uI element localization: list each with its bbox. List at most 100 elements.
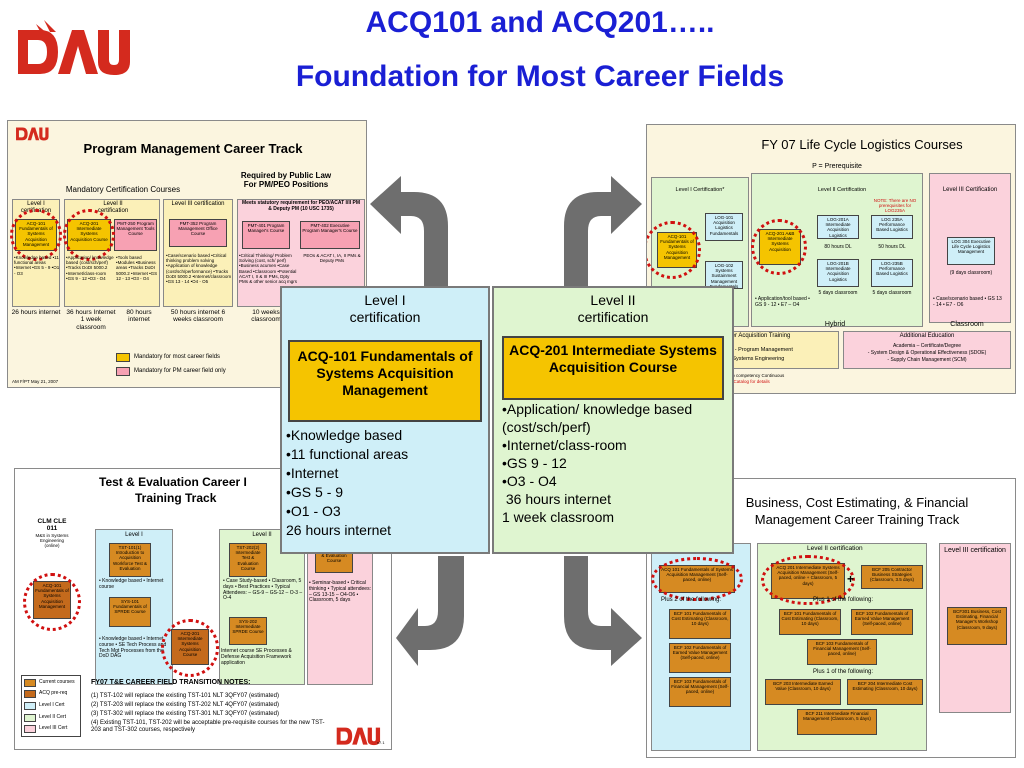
bcf-plus1of-b: Plus 1 of the following:	[813, 669, 874, 675]
bcf-acq201-highlight-ring	[761, 555, 855, 605]
level2-bullet-week: 1 week classroom	[502, 509, 615, 525]
te-dau-logo	[336, 727, 381, 746]
bcf-bcf205-box: BCF 205 Contractor Business Strategies (…	[861, 565, 923, 589]
pm-col4-notes: •Case/scenario based •Critical thinking …	[166, 253, 232, 284]
bcf-bcf101-box: BCF 101 Fundamentals of Cost Estimating …	[669, 609, 731, 639]
bcf-title-1: Business, Cost Estimating, & Financial	[745, 495, 969, 510]
dau-logo	[14, 18, 132, 80]
te-level1-label: Level I	[125, 532, 143, 538]
log-h80dl: 80 hours DL	[824, 244, 852, 250]
curved-arrow-bottom-left	[396, 556, 464, 666]
pm-dur1: 26 hours internet	[11, 309, 61, 316]
level1-callout-course: ACQ-101 Fundamentals of Systems Acquisit…	[288, 340, 482, 422]
pm-meets-stat: Meets statutory requirement for PEO/ACAT…	[242, 200, 360, 212]
te-tst101-box: TST-101(1) Introduction to Acquisition W…	[109, 543, 151, 577]
dau-logo-graphic	[18, 20, 130, 75]
level1-bullet-hours: 26 hours internet	[286, 522, 392, 538]
te-legend-l3-swatch	[24, 725, 36, 733]
level2-bullet-o: •O3 - O4	[502, 473, 557, 489]
te-sys202-box: SYS-202 Intermediate SPRDE Course	[229, 617, 267, 645]
log-maint: aintainability - Program Management	[703, 347, 793, 353]
level2-bullet-classroom: •Internet/class-room	[502, 437, 627, 453]
level1-bullet-knowledge: •Knowledge based	[286, 427, 403, 443]
log-lvl1-label: Level I Certification*	[675, 187, 725, 193]
level2-bullet-application: •Application/ knowledge based (cost/sch/…	[502, 401, 693, 435]
bcf-bcf101b-box: BCF 101 Fundamentals of Cost Estimating …	[779, 609, 841, 635]
pm-pmt352-box: PMT-352 Program Management Office Course	[169, 219, 227, 247]
bcf-title-2: Management Career Training Track	[754, 512, 960, 527]
pm-legend2-label: Mandatory for PM career field only	[134, 368, 226, 374]
te-sys202-notes: Internet course SE Processes & Defense A…	[221, 648, 292, 666]
pm-pmt250-box: PMT-250 Program Management Tools Course	[114, 219, 157, 251]
pm-legend2-swatch	[116, 367, 130, 376]
bcf-acq101-highlight-ring	[651, 557, 743, 601]
log-d5: 5 days classroom	[818, 290, 858, 296]
level1-callout: Level I certification ACQ-101 Fundamenta…	[280, 286, 490, 554]
te-legend-prereq: ACQ pre-req	[39, 690, 68, 696]
te-acq201-highlight-ring	[161, 619, 219, 677]
bcf-bcf301-box: BCF301 Business, Cost Estimating, Financ…	[947, 607, 1007, 645]
log-classroom: Classroom	[950, 321, 984, 328]
pm-peos-note: PEOs & ACAT I, IA, II PMs & Deputy PMs	[303, 253, 361, 264]
log-app-notes: • Application/tool based • GS 9 - 12 • E…	[755, 296, 810, 308]
te-title-2: Training Track	[135, 491, 217, 505]
te-clm-box: CLM CLE 011 M&S in Systems Engineering (…	[33, 517, 71, 575]
bcf-career-track-panel: Business, Cost Estimating, & Financial M…	[646, 478, 1016, 758]
level1-bullet-gs: •GS 5 - 9	[286, 484, 344, 500]
bcf-plus: +	[847, 572, 855, 586]
log-log101-box: LOG-101 Acquisition Logistics Fundamenta…	[705, 213, 743, 241]
level1-callout-header: Level I certification	[349, 292, 421, 325]
log-log201a-box: LOG-201A Intermediate Acquisition Logist…	[817, 215, 859, 239]
log-clm: Clm. See DAU Catalog for details	[703, 379, 770, 384]
log-sdoe: - System Design & Operational Effectiven…	[867, 350, 987, 356]
log-log235b-box: LOG-235B Performance Based Logistics	[871, 259, 913, 287]
te-tst3-box: & Evaluation Course	[315, 551, 353, 573]
dau-mini-logo	[16, 127, 49, 141]
te-legend-l1-swatch	[24, 702, 36, 710]
bcf-bcf204-box: BCF 204 Intermediate Cost Estimating (Cl…	[847, 679, 923, 705]
bcf-bcf103-box: BCF 103 Fundamentals of Financial Manage…	[669, 677, 731, 707]
level2-callout-bullets: •Application/ knowledge based (cost/sch/…	[494, 400, 732, 526]
curved-arrow-bottom-right	[564, 556, 642, 666]
log-addl-ed: Additional Education	[899, 333, 955, 339]
pm-acq101-highlight-ring	[10, 209, 62, 261]
pm-dur5: 10 weeks classroom	[251, 309, 281, 324]
bcf-l2-label: Level II certification	[807, 545, 863, 552]
pm-legend1-label: Mandatory for most career fields	[134, 354, 221, 360]
pm-col3-notes: •Tools based •Modules •Business areas •T…	[116, 255, 158, 281]
level1-callout-bullets: •Knowledge based •11 functional areas •I…	[282, 422, 488, 540]
log-lvl3-label: Level III Certification	[942, 187, 998, 193]
pm-level3-column	[163, 199, 233, 307]
log-log201b-box: LOG-201B Intermediate Acquisition Logist…	[817, 259, 859, 287]
pm-footer: AM F/PT May 21, 2007	[12, 379, 59, 384]
log-h50dl: 50 hours DL	[878, 244, 906, 250]
bcf-bcf211-box: BCF 211 Intermediate Financial Managemen…	[797, 709, 877, 735]
log-prereq: P = Prerequisite	[812, 163, 862, 170]
log-compl: mary Level I job competency Continuous	[703, 373, 785, 378]
log-case-notes: • Case/scenario based • GS 13 - 14 • E7 …	[933, 296, 1002, 308]
pm-mandatory-courses: Mandatory Certification Courses	[65, 185, 181, 194]
te-tst101-notes: • Knowledge based • Internet course	[99, 578, 164, 590]
page-title-line1: ACQ101 and ACQ201…..	[365, 6, 715, 39]
pm-level3-label: Level III certification	[171, 201, 225, 207]
te-legend-prereq-swatch	[24, 690, 36, 698]
te-legend-l3: Level III Cert	[39, 725, 68, 731]
pm-pmt401-box: PMT-401 Program Manager's Course	[242, 221, 290, 249]
te-acq101-highlight-ring	[23, 573, 81, 631]
te-clm-sub: M&S in Systems Engineering (online)	[35, 532, 69, 549]
log-acq201-highlight-ring	[751, 219, 807, 275]
te-tst3-notes: • Seminar-based • Critical thinking • Ty…	[309, 580, 371, 604]
log-panel-title: FY 07 Life Cycle Logistics Courses	[761, 137, 963, 152]
pm-dur2: 36 hours Internet 1 week classroom	[66, 309, 116, 331]
pm-required-by-law: Required by Public Law For PM/PEO Positi…	[240, 171, 332, 189]
pm-pmt402-box: PMT-402 Executive Program Manager's Cour…	[300, 221, 360, 249]
pm-legend1-swatch	[116, 353, 130, 362]
bcf-l3-label: Level III certification	[944, 547, 1006, 554]
log-lvl2-label: Level II Certification	[817, 187, 867, 193]
te-sys101-notes: • Knowledge based • Internet course • SE…	[99, 636, 167, 660]
te-legend-l1: Level I Cert	[39, 702, 65, 708]
te-sys101-box: SYS-101 Fundamentals of SPRDE Course	[109, 597, 151, 627]
page-title-line2: Foundation for Most Career Fields	[295, 60, 785, 93]
pm-acq201-highlight-ring	[63, 209, 115, 261]
bcf-plus2of: Plus 2 of the following:	[661, 597, 722, 603]
